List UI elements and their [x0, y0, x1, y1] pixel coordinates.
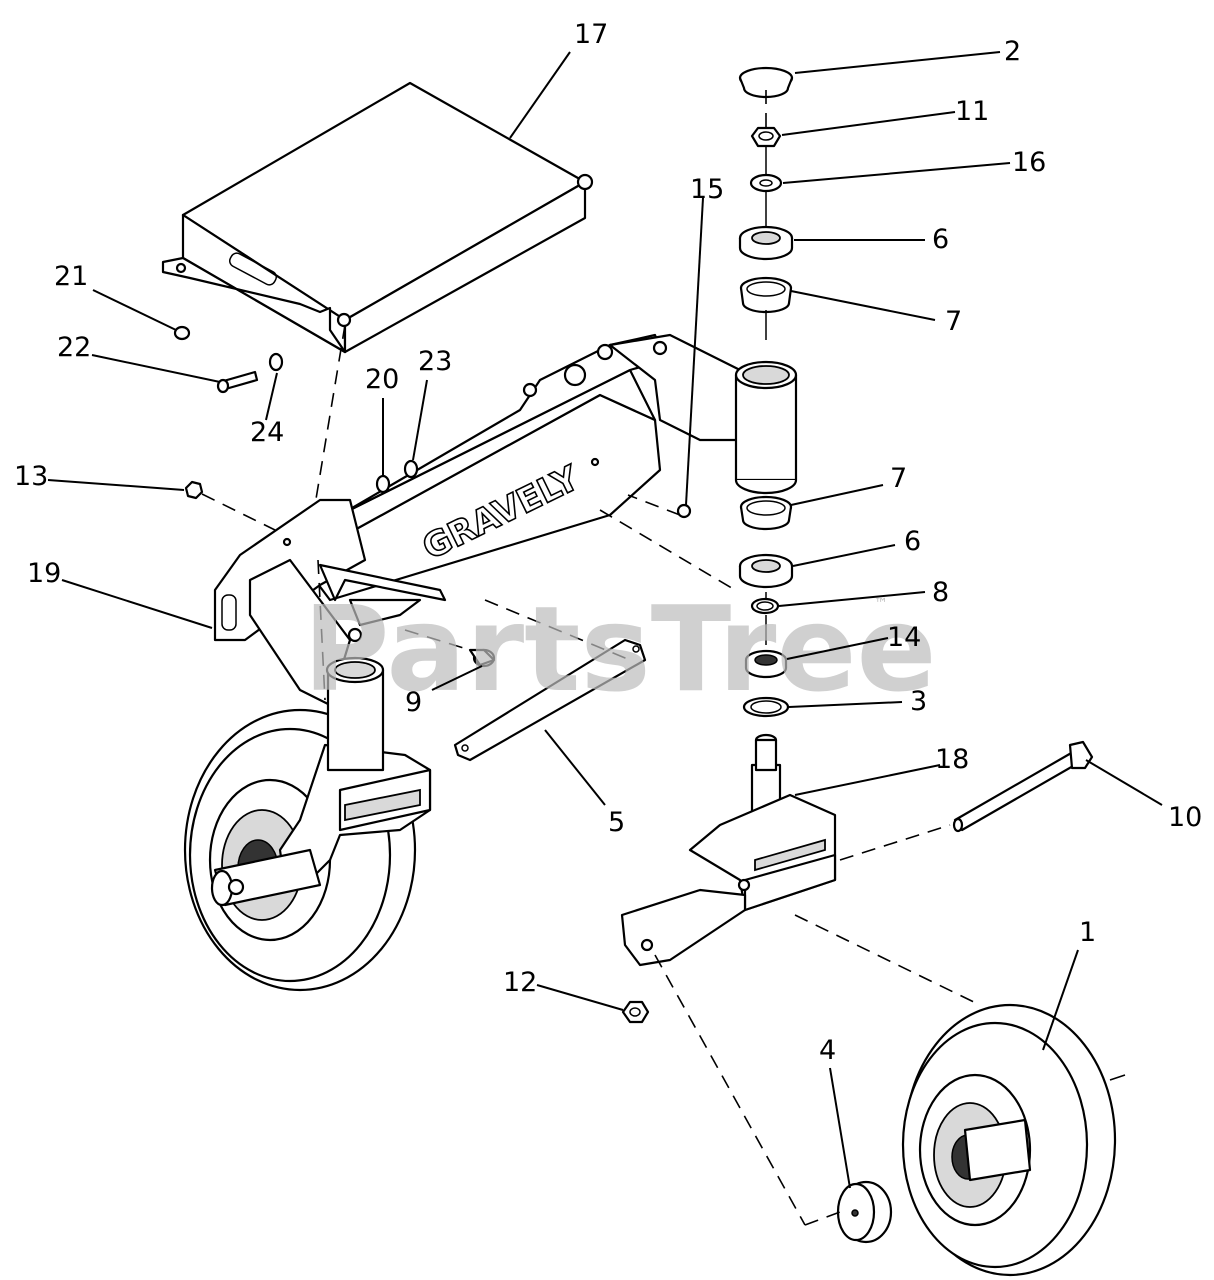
callout-23: 23 [418, 346, 452, 377]
callout-5: 5 [608, 807, 625, 838]
part-7-race-upper [739, 276, 793, 314]
assembly-lines [201, 90, 981, 1226]
callout-6-upper: 6 [932, 224, 949, 255]
part-17-cover-plate [161, 81, 594, 354]
callout-9: 9 [405, 687, 422, 718]
callout-2: 2 [1004, 36, 1021, 67]
part-14-seal [744, 649, 788, 679]
part-20-spacer [375, 474, 391, 494]
callout-18: 18 [935, 744, 969, 775]
part-5-plate [453, 638, 647, 762]
part-15-fitting [676, 503, 692, 519]
part-18-caster-fork [620, 733, 837, 967]
right-spindle-tube [734, 360, 798, 495]
part-22-bolt [216, 370, 259, 394]
callout-21: 21 [54, 261, 88, 292]
callout-19: 19 [27, 558, 61, 589]
callout-22: 22 [57, 332, 91, 363]
callout-17: 17 [574, 19, 608, 50]
leader-lines [47, 51, 1163, 1189]
callout-24: 24 [250, 417, 284, 448]
part-8-snap-ring [750, 597, 780, 615]
callout-4: 4 [819, 1035, 836, 1066]
callout-labels: 17 2 11 16 15 6 7 21 22 20 23 24 13 7 6 … [14, 19, 1202, 1066]
part-3-ring [742, 696, 790, 718]
callout-1: 1 [1079, 917, 1096, 948]
left-caster-wheel-assembly [183, 656, 432, 992]
callout-16: 16 [1012, 147, 1046, 178]
part-12-nut [621, 1000, 650, 1024]
part-6-bearing-lower [738, 553, 794, 589]
callout-3: 3 [910, 686, 927, 717]
part-2-dust-cap [738, 66, 794, 99]
callout-6-lower: 6 [904, 526, 921, 557]
part-11-nut [750, 126, 782, 148]
callout-13: 13 [14, 461, 48, 492]
part-24-washer [268, 352, 284, 372]
callout-15: 15 [690, 174, 724, 205]
watermark-trademark: ™ [874, 596, 888, 612]
part-21-nut [173, 325, 191, 341]
part-6-bearing-upper [738, 225, 794, 261]
part-1-wheel [901, 1003, 1126, 1277]
part-7-race-lower [739, 495, 793, 531]
part-23-washer [403, 459, 419, 479]
callout-12: 12 [503, 967, 537, 998]
callout-7-upper: 7 [945, 306, 962, 337]
callout-11: 11 [955, 96, 989, 127]
callout-7-lower: 7 [890, 463, 907, 494]
part-16-washer [749, 173, 783, 193]
part-13-nut [184, 480, 204, 500]
part-10-axle-bolt [952, 740, 1094, 833]
callout-10: 10 [1168, 802, 1202, 833]
callout-14: 14 [887, 622, 921, 653]
part-9-bolt [468, 648, 496, 668]
callout-8: 8 [932, 577, 949, 608]
callout-20: 20 [365, 364, 399, 395]
part-4-hub-cap [836, 1180, 893, 1244]
